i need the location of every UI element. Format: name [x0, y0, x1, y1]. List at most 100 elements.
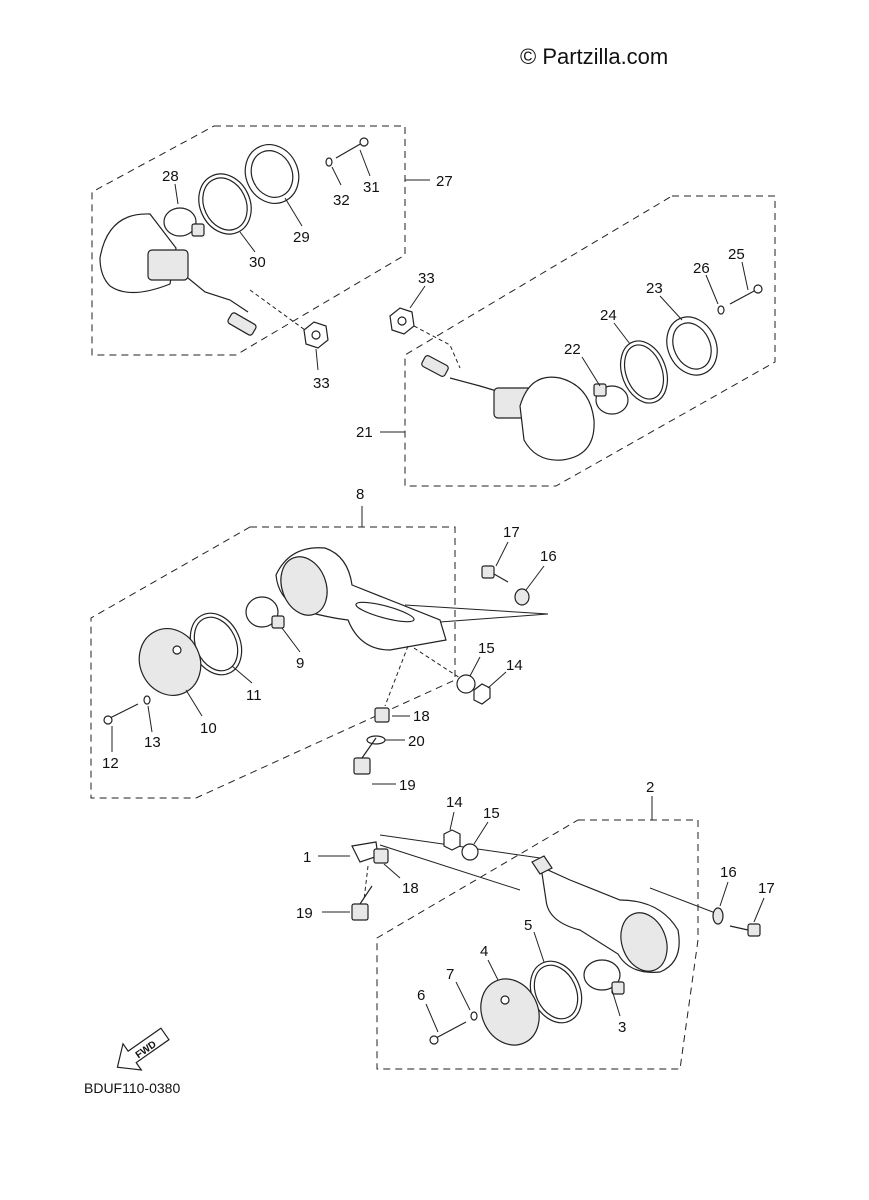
screw-6	[435, 1021, 467, 1039]
screw-31-head	[359, 137, 369, 147]
callout-22: 22	[564, 341, 581, 358]
callout-32: 32	[333, 192, 350, 209]
assembly-line-33	[249, 289, 306, 331]
signal-body-21	[519, 376, 595, 461]
collar-15-upper	[456, 674, 476, 694]
leader-14-lower	[449, 811, 455, 831]
group-27-rear-turn-signal: 28 30 29 32 31 33 27	[91, 125, 453, 392]
callout-23: 23	[646, 280, 663, 297]
washer-16-upper	[514, 588, 530, 606]
gasket-24-inner	[623, 344, 665, 400]
group-8-front-turn-signal: 8 9 11 10 13 12 17 16 15 14 18 20 19	[90, 486, 557, 799]
callout-28: 28	[162, 168, 179, 185]
rim-23-inner	[672, 322, 712, 370]
signal-stem-27	[147, 249, 189, 281]
gasket-30	[198, 173, 252, 235]
group-2-front-turn-signal: 2 1 18 19 14 15 16 17 3 5 4 7 6	[296, 779, 775, 1070]
bolt-17-upper-head	[481, 565, 495, 579]
leader-22	[581, 356, 601, 387]
leader-24	[613, 322, 631, 345]
callout-3: 3	[618, 1019, 626, 1036]
nut-14-lower	[443, 829, 461, 851]
leader-3	[611, 989, 621, 1017]
leader-16-upper-fan	[404, 604, 549, 623]
group-21-boundary	[404, 195, 776, 487]
group-2-boundary	[376, 819, 699, 1070]
rim-23	[666, 316, 718, 376]
rim-29-inner	[250, 150, 294, 198]
leader-11	[231, 665, 253, 684]
bulb-3-base	[611, 981, 625, 995]
leader-5	[533, 931, 545, 963]
signal-wire-21	[449, 377, 501, 393]
callout-16-upper: 16	[540, 548, 557, 565]
washer-26	[717, 305, 725, 315]
bolt-17-lower-head	[747, 923, 761, 937]
callout-15-lower: 15	[483, 805, 500, 822]
collar-18-upper	[374, 707, 390, 723]
leader-28	[174, 183, 179, 205]
leader-9	[281, 627, 301, 653]
callout-14-upper: 14	[506, 657, 523, 674]
callout-11: 11	[246, 687, 262, 704]
callout-16-lower: 16	[720, 864, 737, 881]
callout-8: 8	[356, 486, 364, 503]
bolt-19-lower	[359, 885, 373, 905]
group-27-boundary	[91, 125, 406, 356]
screw-25-head	[753, 284, 763, 294]
leader-25	[741, 261, 749, 291]
bolt-19-upper	[361, 737, 377, 759]
gasket-30-inner	[202, 177, 248, 231]
nut-14-upper	[473, 683, 491, 705]
collar-15-lower	[461, 843, 479, 861]
washer-32	[325, 157, 333, 167]
leader-32	[331, 166, 342, 186]
leader-15-upper	[469, 656, 481, 677]
callout-13: 13	[144, 734, 161, 751]
leader-29	[284, 197, 303, 227]
callout-1: 1	[303, 849, 311, 866]
callout-7: 7	[446, 966, 454, 983]
bolt-19-upper-head	[353, 757, 371, 775]
washer-16-lower	[712, 907, 724, 925]
washer-20	[366, 735, 386, 745]
leader-10	[185, 689, 203, 717]
diagram-code: BDUF110-0380	[84, 1080, 181, 1096]
callout-2: 2	[646, 779, 654, 796]
callout-17-upper: 17	[503, 524, 520, 541]
bulb-3	[583, 959, 621, 991]
leader-31	[359, 149, 371, 177]
callout-26: 26	[693, 260, 710, 277]
leader-13	[147, 705, 153, 733]
connector-21	[421, 355, 449, 377]
callout-19-lower: 19	[296, 905, 313, 922]
housing-2-opening	[620, 912, 668, 972]
callout-33-lower: 33	[313, 375, 330, 392]
callout-30: 30	[249, 254, 266, 271]
callout-4: 4	[480, 943, 488, 960]
leader-15-lower	[473, 821, 489, 845]
gasket-24	[620, 340, 668, 404]
rim-4-hole	[500, 995, 510, 1005]
leader-17-upper	[495, 541, 509, 567]
gasket-5-inner	[533, 964, 579, 1020]
screw-12	[109, 703, 139, 719]
bulb-9-base	[271, 615, 285, 629]
bulb-9	[245, 596, 279, 628]
collar-18-lower	[373, 848, 389, 864]
nut-33-upper-hole	[397, 316, 407, 326]
callout-15-upper: 15	[478, 640, 495, 657]
screw-6-head	[429, 1035, 439, 1045]
leader-16-lower	[719, 881, 729, 907]
leader-18-lower	[383, 863, 401, 879]
bulb-28	[163, 207, 197, 237]
leader-26	[705, 274, 719, 305]
callout-18-lower: 18	[402, 880, 419, 897]
leader-6	[425, 1003, 439, 1033]
callout-24: 24	[600, 307, 617, 324]
bolt-19-lower-head	[351, 903, 369, 921]
fwd-arrow-icon	[116, 1027, 170, 1071]
callout-9: 9	[296, 655, 304, 672]
callout-5: 5	[524, 917, 532, 934]
